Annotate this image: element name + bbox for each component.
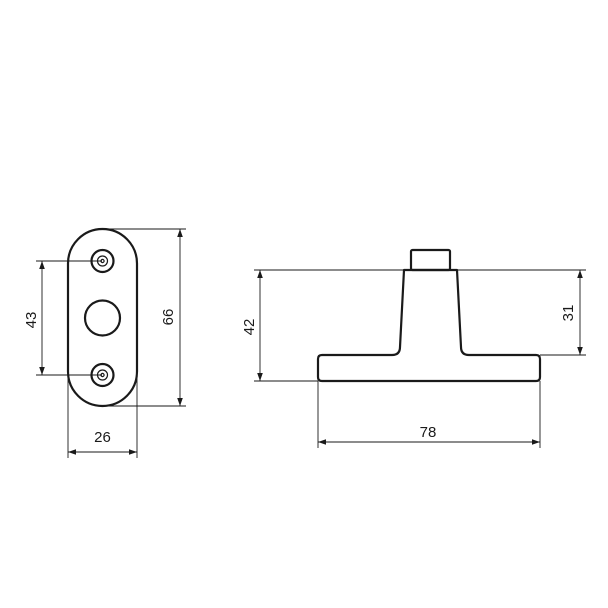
stem-and-base-outline xyxy=(316,268,542,383)
dimension-plate-height: 66 xyxy=(102,228,186,407)
dimension-base-width: 78 xyxy=(317,381,541,448)
side-view xyxy=(316,248,542,383)
stem-height-label: 31 xyxy=(560,305,577,322)
plate-height-label: 66 xyxy=(160,309,177,326)
plate-width-label: 26 xyxy=(94,429,111,446)
top-knob xyxy=(409,248,452,272)
overall-height-label: 42 xyxy=(241,319,258,336)
hole-spacing-label: 43 xyxy=(23,312,40,329)
plate-front-view xyxy=(66,227,139,408)
dimension-overall-height: 42 xyxy=(241,269,404,382)
dimension-plate-width: 26 xyxy=(67,318,138,458)
center-hole xyxy=(83,299,122,337)
dimension-hole-spacing: 43 xyxy=(23,260,102,376)
dimension-stem-height: 31 xyxy=(457,269,586,356)
base-width-label: 78 xyxy=(420,424,437,441)
